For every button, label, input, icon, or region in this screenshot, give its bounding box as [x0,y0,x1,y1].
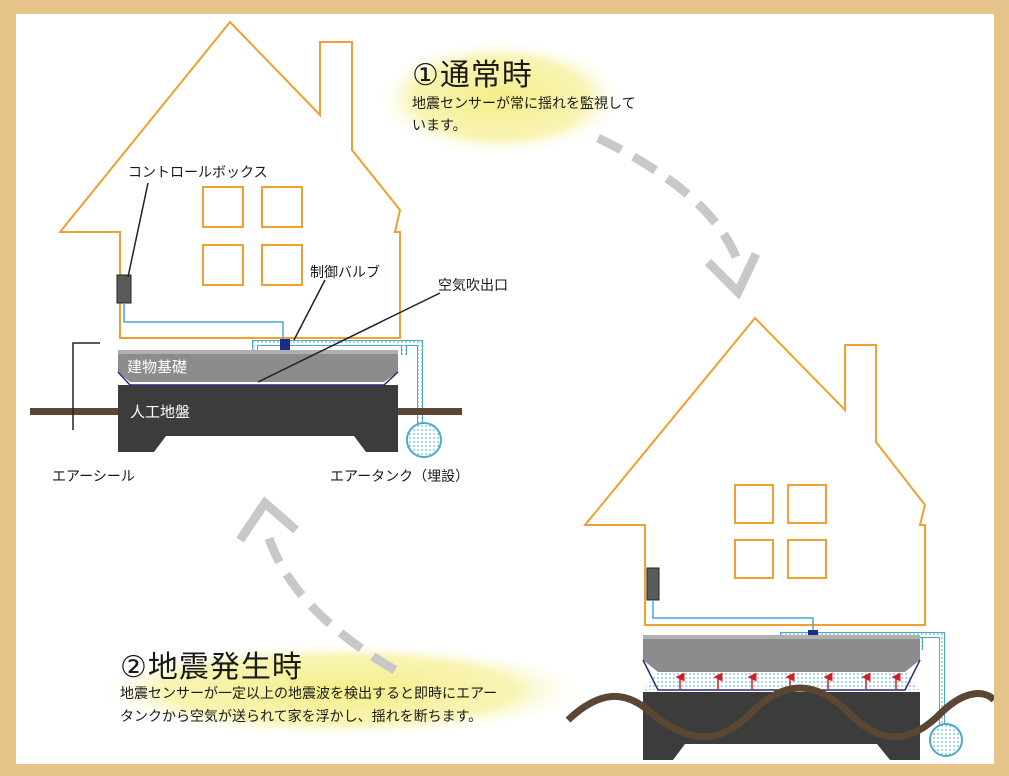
valve-icon [280,339,290,352]
label-air-tank: エアータンク（埋設） [330,469,470,485]
step1-desc-line1: 地震センサーが常に揺れを監視して [412,96,636,112]
step1-highlight [375,40,625,156]
house-normal [30,20,462,458]
step1-desc-line2: います。 [412,118,467,134]
air-tank-icon [406,422,442,458]
label-artificial-ground: 人工地盤 [130,403,191,421]
label-air-outlet: 空気吹出口 [438,278,508,294]
label-air-seal: エアーシール [52,469,135,485]
label-building-foundation: 建物基礎 [127,358,188,376]
isolation-diagram [30,20,994,760]
step2-title: ②地震発生時 [120,650,303,685]
step2-desc-line2: タンクから空気が送られて家を浮かし、揺れを断ちます。 [120,709,483,725]
label-control-valve: 制御バルブ [310,265,380,281]
step2-desc-line1: 地震センサーが一定以上の地震波を検出すると即時にエアー [120,686,498,702]
control-box-icon [116,274,132,304]
label-control-box: コントロールボックス [128,165,268,181]
step1-title: ①通常時 [412,58,533,93]
house-earthquake [565,316,994,760]
step2-highlight [90,642,590,738]
cycle-arrow-up-icon [236,496,398,674]
cycle-arrow-down-icon [596,133,761,300]
